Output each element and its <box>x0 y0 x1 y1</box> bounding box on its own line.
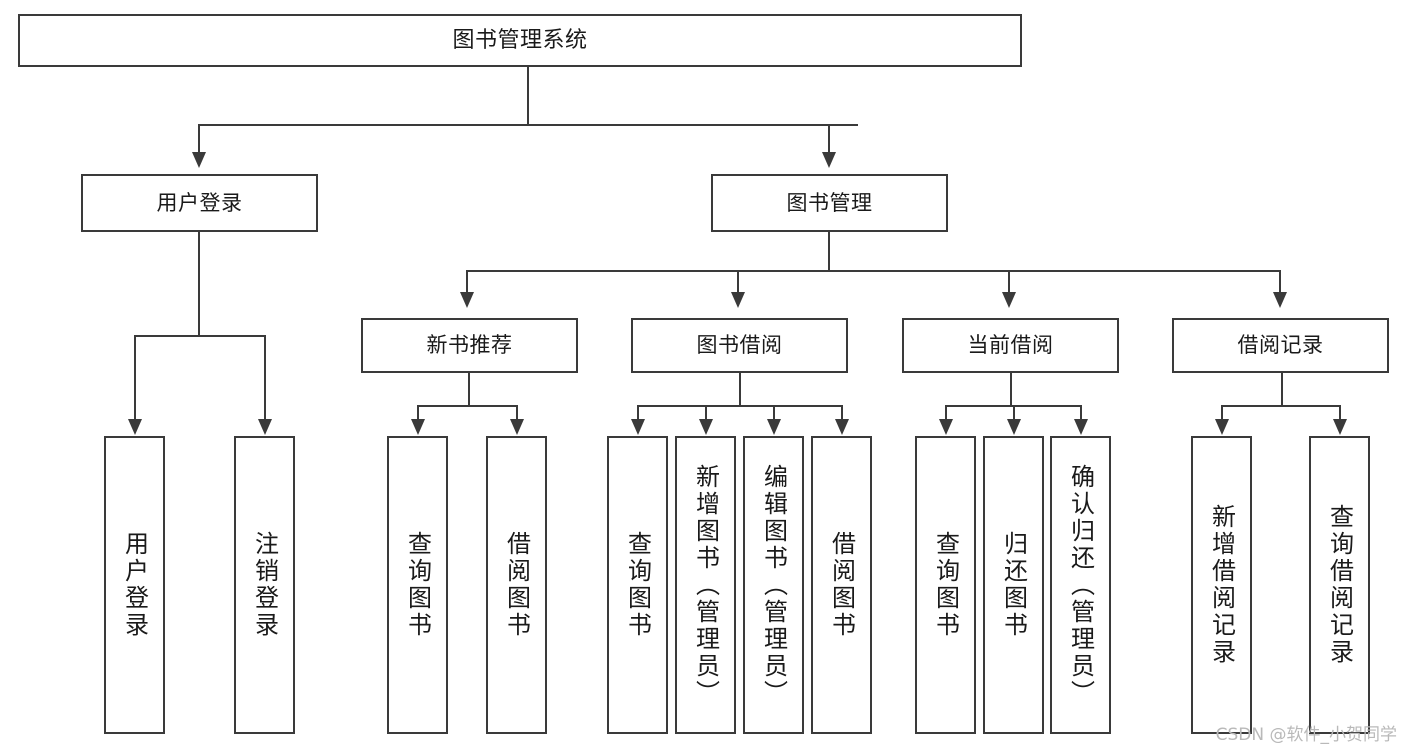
leaf-current-borrow-return-book[interactable]: 归还图书 <box>983 436 1044 734</box>
arrow-to-new-book-recommend <box>460 292 474 308</box>
connector-book-borrow-bus <box>637 405 842 407</box>
arrow-user-login-leaf-1 <box>258 419 272 435</box>
node-label: 查询图书 <box>623 531 652 639</box>
node-label: 归还图书 <box>999 531 1028 639</box>
connector-book-borrow-leaf-2 <box>773 405 775 421</box>
arrow-current-borrow-leaf-1 <box>1007 419 1021 435</box>
node-label: 图书管理 <box>786 190 873 215</box>
arrow-borrow-record-leaf-1 <box>1333 419 1347 435</box>
arrow-to-current-borrow <box>1002 292 1016 308</box>
leaf-user-login-login[interactable]: 用户登录 <box>104 436 165 734</box>
arrow-user-login-leaf-0 <box>128 419 142 435</box>
arrow-to-user-login <box>192 152 206 168</box>
arrow-book-borrow-leaf-1 <box>699 419 713 435</box>
connector-current-borrow-leaf-0 <box>945 405 947 421</box>
connector-book-management-bus <box>466 270 1280 272</box>
connector-root-to-book-management <box>828 124 830 154</box>
connector-current-borrow-leaf-1 <box>1013 405 1015 421</box>
leaf-book-borrow-add-book-admin[interactable]: 新增图书（管理员） <box>675 436 736 734</box>
node-label: 编辑图书（管理员） <box>759 463 788 707</box>
node-label: 新增图书（管理员） <box>691 463 720 707</box>
connector-book-borrow-leaf-0 <box>637 405 639 421</box>
connector-book-borrow-leaf-1 <box>705 405 707 421</box>
node-label: 图书借阅 <box>696 333 783 358</box>
arrow-book-borrow-leaf-3 <box>835 419 849 435</box>
connector-root-to-user-login <box>198 124 200 154</box>
node-label: 借阅记录 <box>1237 333 1324 358</box>
arrow-to-book-borrow <box>731 292 745 308</box>
connector-new-book-leaf-0 <box>417 405 419 421</box>
connector-user-login-stem <box>198 232 200 335</box>
node-label: 查询图书 <box>403 531 432 639</box>
node-user-login[interactable]: 用户登录 <box>81 174 318 232</box>
connector-book-borrow-leaf-3 <box>841 405 843 421</box>
connector-borrow-record-bus <box>1221 405 1341 407</box>
node-new-book-recommend[interactable]: 新书推荐 <box>361 318 578 373</box>
node-label: 查询图书 <box>931 531 960 639</box>
connector-user-login-leaf-1 <box>264 335 266 421</box>
node-label: 图书管理系统 <box>452 27 588 53</box>
connector-current-borrow-bus <box>945 405 1080 407</box>
arrow-book-borrow-leaf-2 <box>767 419 781 435</box>
node-label: 借阅图书 <box>502 531 531 639</box>
node-borrow-record[interactable]: 借阅记录 <box>1172 318 1389 373</box>
node-label: 确认归还（管理员） <box>1066 463 1095 707</box>
connector-user-login-bus <box>134 335 264 337</box>
arrow-current-borrow-leaf-0 <box>939 419 953 435</box>
node-label: 用户登录 <box>120 531 149 639</box>
connector-borrow-record-leaf-1 <box>1339 405 1341 421</box>
connector-bm-to-current-borrow <box>1008 270 1010 294</box>
arrow-new-book-leaf-1 <box>510 419 524 435</box>
node-label: 当前借阅 <box>967 333 1054 358</box>
node-label: 新书推荐 <box>426 333 513 358</box>
connector-new-book-leaf-1 <box>516 405 518 421</box>
connector-bm-to-new-book <box>466 270 468 294</box>
connector-borrow-record-leaf-0 <box>1221 405 1223 421</box>
connector-book-management-stem <box>828 232 830 271</box>
connector-root-bus <box>198 124 858 126</box>
connector-root-stem <box>527 67 529 124</box>
arrow-book-borrow-leaf-0 <box>631 419 645 435</box>
node-current-borrow[interactable]: 当前借阅 <box>902 318 1119 373</box>
leaf-borrow-record-query-record[interactable]: 查询借阅记录 <box>1309 436 1370 734</box>
node-root-book-management-system[interactable]: 图书管理系统 <box>18 14 1022 67</box>
node-label: 新增借阅记录 <box>1207 504 1236 666</box>
node-label: 用户登录 <box>156 190 243 215</box>
arrow-to-book-management <box>822 152 836 168</box>
arrow-new-book-leaf-0 <box>411 419 425 435</box>
node-label: 注销登录 <box>250 531 279 639</box>
connector-user-login-leaf-0 <box>134 335 136 421</box>
connector-bm-to-borrow-record <box>1279 270 1281 294</box>
node-label: 查询借阅记录 <box>1325 504 1354 666</box>
connector-bm-to-book-borrow <box>737 270 739 294</box>
leaf-borrow-record-add-record[interactable]: 新增借阅记录 <box>1191 436 1252 734</box>
arrow-to-borrow-record <box>1273 292 1287 308</box>
connector-current-borrow-leaf-2 <box>1080 405 1082 421</box>
arrow-current-borrow-leaf-2 <box>1074 419 1088 435</box>
leaf-current-borrow-query-book[interactable]: 查询图书 <box>915 436 976 734</box>
node-label: 借阅图书 <box>827 531 856 639</box>
leaf-new-book-query-book[interactable]: 查询图书 <box>387 436 448 734</box>
node-book-borrow[interactable]: 图书借阅 <box>631 318 848 373</box>
connector-borrow-record-stem <box>1281 373 1283 405</box>
connector-book-borrow-stem <box>739 373 741 405</box>
connector-new-book-stem <box>468 373 470 405</box>
watermark-text: CSDN @软件_小贺同学 <box>1215 725 1397 745</box>
connector-current-borrow-stem <box>1010 373 1012 405</box>
node-book-management[interactable]: 图书管理 <box>711 174 948 232</box>
leaf-book-borrow-borrow-book[interactable]: 借阅图书 <box>811 436 872 734</box>
connector-new-book-bus <box>417 405 518 407</box>
leaf-book-borrow-query-book[interactable]: 查询图书 <box>607 436 668 734</box>
leaf-book-borrow-edit-book-admin[interactable]: 编辑图书（管理员） <box>743 436 804 734</box>
arrow-borrow-record-leaf-0 <box>1215 419 1229 435</box>
leaf-user-login-logout[interactable]: 注销登录 <box>234 436 295 734</box>
leaf-new-book-borrow-book[interactable]: 借阅图书 <box>486 436 547 734</box>
leaf-current-borrow-confirm-return-admin[interactable]: 确认归还（管理员） <box>1050 436 1111 734</box>
